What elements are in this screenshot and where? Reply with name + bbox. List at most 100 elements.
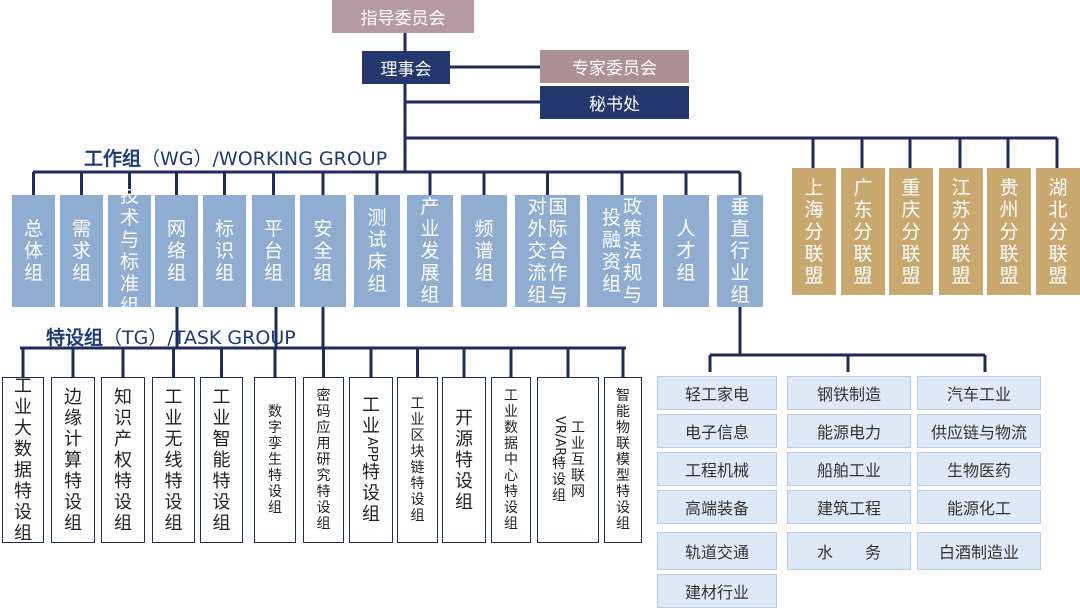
label-char: 联 <box>999 242 1019 265</box>
label-char: 策 <box>623 218 643 240</box>
label-char: 组 <box>316 516 331 532</box>
label-char: 设 <box>14 502 32 523</box>
task-group-box: 工业大数据特设组 <box>2 376 44 544</box>
working-group-label: 测试床组 <box>367 207 386 295</box>
label-char: 心 <box>504 468 518 484</box>
label-char: 盟 <box>853 264 873 287</box>
label-char: 术 <box>119 207 139 229</box>
label-char: 作 <box>548 262 568 284</box>
label-char: 组 <box>362 503 380 525</box>
label-char: 工 <box>571 420 585 436</box>
label-char: 分 <box>999 220 1019 243</box>
task-group-box: 智能物联模型特设组 <box>604 377 642 543</box>
label-char: 组 <box>676 262 696 284</box>
label-char: 发 <box>420 240 440 262</box>
alliance-label: 重庆分联盟 <box>901 177 920 287</box>
label-char: 法 <box>623 240 643 262</box>
label-char: 组 <box>71 262 91 284</box>
label-char: 产 <box>114 428 132 450</box>
label-char: 政 <box>623 196 643 218</box>
alliance-label: 贵州分联盟 <box>999 177 1018 287</box>
label-char: 台 <box>263 240 283 262</box>
task-group-box: 工业智能特设组 <box>200 377 243 543</box>
label-char: 北 <box>1048 198 1068 221</box>
label-char: 块 <box>410 444 425 460</box>
industry-item: 白酒制造业 <box>917 532 1041 570</box>
label-char: 智 <box>212 428 231 450</box>
working-group-box: 测试床组 <box>354 195 400 307</box>
label-char: 准 <box>119 273 139 295</box>
label-char: 组 <box>23 262 43 284</box>
working-group-label: 产业发展组 <box>420 196 439 306</box>
label-char: 码 <box>316 404 331 420</box>
working-group-box: 网络组 <box>155 195 198 307</box>
label-char: 特 <box>455 449 473 471</box>
label-char: 业 <box>212 407 231 429</box>
expert-committee-box: 专家委员会 <box>540 50 689 83</box>
label-char: 网 <box>166 218 186 240</box>
label-char: 盟 <box>951 264 971 287</box>
label-char: 州 <box>999 198 1019 221</box>
label-char: 业 <box>504 404 518 420</box>
industry-item: 钢铁制造 <box>787 376 911 410</box>
label-char: 设 <box>552 472 566 489</box>
label-char: 网 <box>571 484 585 500</box>
label-char: 分 <box>951 220 971 243</box>
working-group-label: 工作组（WG）/WORKING GROUP <box>84 144 387 171</box>
label-char: 型 <box>616 468 630 484</box>
label-char: 需 <box>71 218 91 240</box>
working-group-label: 对外交流组 <box>527 196 546 306</box>
label-char: 区 <box>410 428 425 444</box>
council-label: 理事会 <box>380 60 432 80</box>
label-char: 投 <box>601 207 621 229</box>
label-char: 孪 <box>268 436 282 452</box>
alliance-box: 重庆分联盟 <box>889 168 933 295</box>
label-char: 识 <box>114 407 132 429</box>
label-char: 盟 <box>804 264 824 287</box>
label-char: 国 <box>548 196 568 218</box>
label-char: 业 <box>14 397 32 418</box>
label-char: 特 <box>212 470 231 492</box>
label-char: 数 <box>504 420 518 436</box>
task-group-label-bold: 特设组 <box>46 327 104 349</box>
label-char: 设 <box>316 500 331 516</box>
label-char: 分 <box>853 220 873 243</box>
label-char: 才 <box>676 240 696 262</box>
label-char: 展 <box>420 262 440 284</box>
alliance-box: 贵州分联盟 <box>987 168 1031 295</box>
label-char: 特 <box>114 470 132 492</box>
label-char: 能 <box>616 404 630 420</box>
industry-item: 生物医药 <box>917 452 1041 486</box>
task-group-box: 开源特设组 <box>442 377 486 543</box>
alliance-label: 广东分联盟 <box>853 177 872 287</box>
label-char: 络 <box>166 240 186 262</box>
label-char: 计 <box>64 428 82 450</box>
label-char: 分 <box>1048 220 1068 243</box>
label-char: 组 <box>455 491 473 513</box>
working-group-label-rest: （WG）/WORKING GROUP <box>141 148 388 170</box>
label-char: 能 <box>212 449 231 471</box>
label-char: 数 <box>14 439 32 460</box>
task-group-label: 工业大数据特设组 <box>14 376 32 544</box>
task-group-box: 边缘计算特设组 <box>51 377 95 543</box>
working-group-box: 人才组 <box>663 195 709 307</box>
label-char: 特 <box>64 470 82 492</box>
working-group-box: 产业发展组 <box>407 195 453 307</box>
label-char: 床 <box>367 251 387 273</box>
label-char: 盟 <box>999 264 1019 287</box>
label-char: 业 <box>362 416 380 438</box>
working-group-box: 频谱组 <box>461 195 507 307</box>
label-char: 联 <box>901 242 921 265</box>
label-char: 组 <box>552 488 566 505</box>
guidance-committee-box: 指导委员会 <box>332 0 474 33</box>
label-char: 组 <box>164 512 183 534</box>
label-char: 规 <box>623 262 643 284</box>
label-char: 线 <box>164 449 183 471</box>
label-char: 上 <box>804 176 824 199</box>
label-char: 联 <box>853 242 873 265</box>
label-char: 互 <box>571 452 585 468</box>
label-char: 组 <box>367 273 387 295</box>
task-group-box: 工业区块链特设组 <box>397 377 438 543</box>
secretariat-label: 秘书处 <box>589 95 640 115</box>
working-group-label: 总体组 <box>24 218 43 284</box>
